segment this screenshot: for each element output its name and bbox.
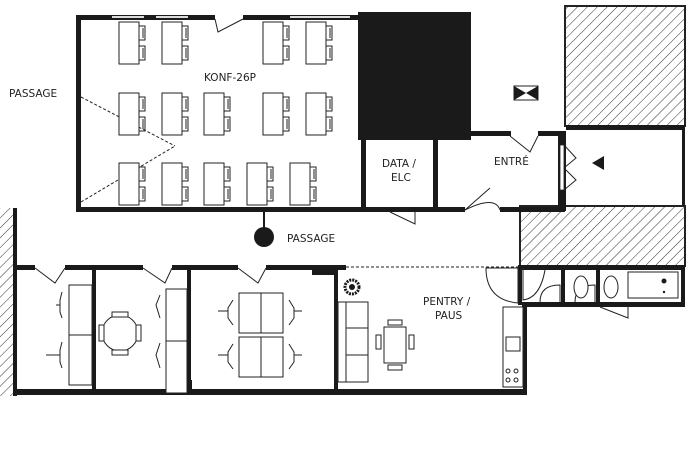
chair — [283, 25, 290, 41]
hatched-area-left — [0, 208, 14, 396]
conference-desk — [262, 21, 290, 65]
chair — [182, 25, 189, 41]
chair — [224, 116, 231, 132]
label-passage-left: PASSAGE — [9, 88, 57, 100]
shaft-block — [358, 12, 471, 140]
chair — [224, 186, 231, 202]
office-furniture — [46, 278, 524, 394]
conference-desk — [161, 162, 189, 206]
chair — [283, 45, 290, 61]
chair — [139, 186, 146, 202]
sofa — [337, 301, 369, 383]
conference-desk — [305, 92, 333, 136]
chair — [310, 166, 317, 182]
chair — [310, 186, 317, 202]
office-wing — [15, 265, 685, 395]
chair — [182, 116, 189, 132]
conference-desk — [161, 21, 189, 65]
exit-sign-icon — [513, 85, 539, 101]
chair — [139, 96, 146, 112]
chair — [326, 116, 333, 132]
label-pantry-2: PAUS — [435, 310, 463, 322]
hatched-area-mid-right — [519, 205, 686, 267]
conference-desk — [203, 162, 231, 206]
dining-table — [383, 326, 407, 364]
chair — [267, 186, 274, 202]
chair — [283, 96, 290, 112]
chair — [182, 45, 189, 61]
conference-desk — [305, 21, 333, 65]
conference-desk — [118, 162, 146, 206]
label-data-room: DATA / — [382, 158, 416, 170]
chair — [224, 96, 231, 112]
conference-desk — [262, 92, 290, 136]
column — [254, 227, 274, 247]
chair — [139, 166, 146, 182]
conference-desk — [203, 92, 231, 136]
chair — [326, 25, 333, 41]
label-entrance: ENTRÉ — [494, 155, 529, 168]
chair — [224, 166, 231, 182]
hatched-area-top-right — [564, 5, 686, 127]
chair — [326, 45, 333, 61]
label-passage-center: PASSAGE — [287, 233, 335, 245]
plant-icon — [343, 278, 361, 296]
chair — [182, 96, 189, 112]
label-conference-room: KONF-26P — [204, 72, 256, 84]
chair — [267, 166, 274, 182]
conference-desk — [118, 92, 146, 136]
label-data-room-2: ELC — [391, 172, 411, 184]
chair — [283, 116, 290, 132]
conference-desk — [161, 92, 189, 136]
entrance-arrow-icon — [592, 156, 604, 170]
chair — [326, 96, 333, 112]
conference-desk — [246, 162, 274, 206]
chair — [182, 166, 189, 182]
label-pantry: PENTRY / — [423, 296, 471, 308]
conference-room — [76, 14, 362, 212]
chair — [139, 25, 146, 41]
conference-desk — [289, 162, 317, 206]
chair — [139, 45, 146, 61]
chair — [182, 186, 189, 202]
conference-desk — [118, 21, 146, 65]
chair — [139, 116, 146, 132]
